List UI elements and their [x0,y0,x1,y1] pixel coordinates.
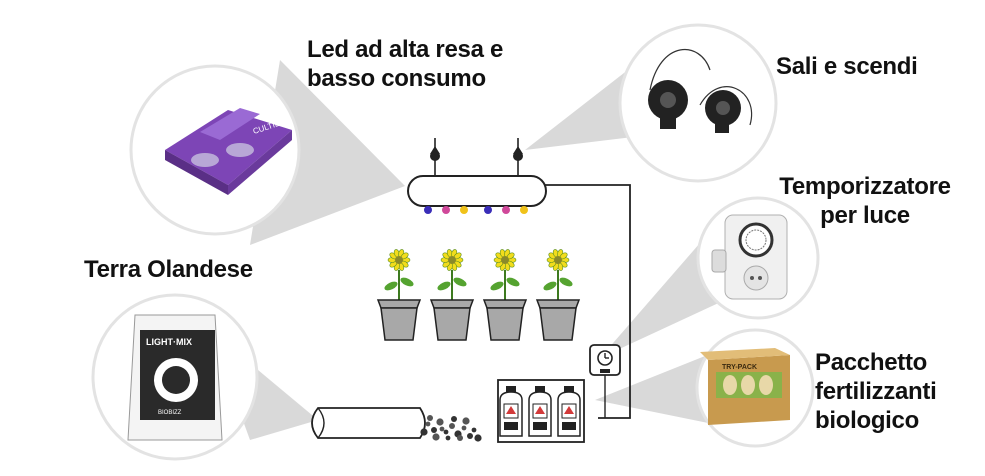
callout-led [250,60,405,245]
soil-tube [311,407,482,442]
flower-pot-icon [482,249,528,341]
soil-pebble [432,433,440,441]
timer-icon [589,344,621,376]
label-timer-line2: per luce [820,202,910,229]
soil-circle: LIGHT·MIX BIOBIZZ [91,293,259,461]
try-pack-box-image: TRY-PACK [700,348,790,425]
label-nutrients: Pacchetto fertilizzanti biologico [815,348,937,435]
grow-lamp [407,175,547,214]
label-led-line1: Led ad alta resa e [307,36,504,63]
soil-brand-text: LIGHT·MIX [146,337,192,347]
soil-pebble [449,423,455,429]
plug-timer-image [711,214,788,300]
nutrients-circle: TRY-PACK [695,328,815,448]
soil-pebble [467,433,473,439]
soil-maker-text: BIOBIZZ [158,410,182,416]
flower-pot-icon [376,249,422,341]
label-timer: Temporizzatore per luce [768,172,962,230]
nutrients-brand-text: TRY-PACK [722,364,757,371]
pulley-circle [618,23,778,183]
soil-pebble [427,415,433,421]
soil-pebble [431,427,437,433]
soil-pebble [451,416,457,422]
bottle-icon [528,386,552,437]
soil-pebble [445,435,451,441]
potted-plants [376,249,581,341]
soil-pebble [462,417,470,425]
power-cable [545,184,631,419]
label-soil: Terra Olandese [84,255,253,284]
lamp-hangers [430,138,523,176]
soil-pebble [443,429,449,435]
fertilizer-bottles-icon [497,379,585,443]
label-pulley-line1: Sali e scendi [776,53,918,80]
soil-pebble [471,427,477,433]
label-led: Led ad alta resa e basso consumo [307,35,503,93]
callout-nutrients [595,350,720,425]
rope-ratchet-image [648,48,753,133]
led-panel-image: CULTILITE [165,108,292,195]
soil-pebble [425,421,431,427]
label-nutrients-line3: biologico [815,407,919,434]
flower-pot-icon [429,249,475,341]
label-timer-line1: Temporizzatore [779,173,951,200]
label-led-line2: basso consumo [307,65,486,92]
bottle-icon [557,386,581,437]
bottle-icon [499,386,523,437]
soil-pebble [420,428,428,436]
label-soil-line1: Terra Olandese [84,256,253,283]
label-pulley: Sali e scendi [776,52,918,81]
led-circle: CULTILITE [129,64,301,236]
callout-timer [600,220,725,358]
flower-pot-icon [535,249,581,341]
soil-pebble [474,434,482,442]
soil-bag-image: LIGHT·MIX BIOBIZZ [127,314,223,441]
soil-pebble [439,426,445,432]
soil-pebble [457,435,463,441]
label-nutrients-line2: fertilizzanti [815,378,937,405]
timer-circle [696,196,820,320]
label-nutrients-line1: Pacchetto [815,349,928,376]
soil-pebble [461,425,467,431]
soil-pebble [436,418,444,426]
